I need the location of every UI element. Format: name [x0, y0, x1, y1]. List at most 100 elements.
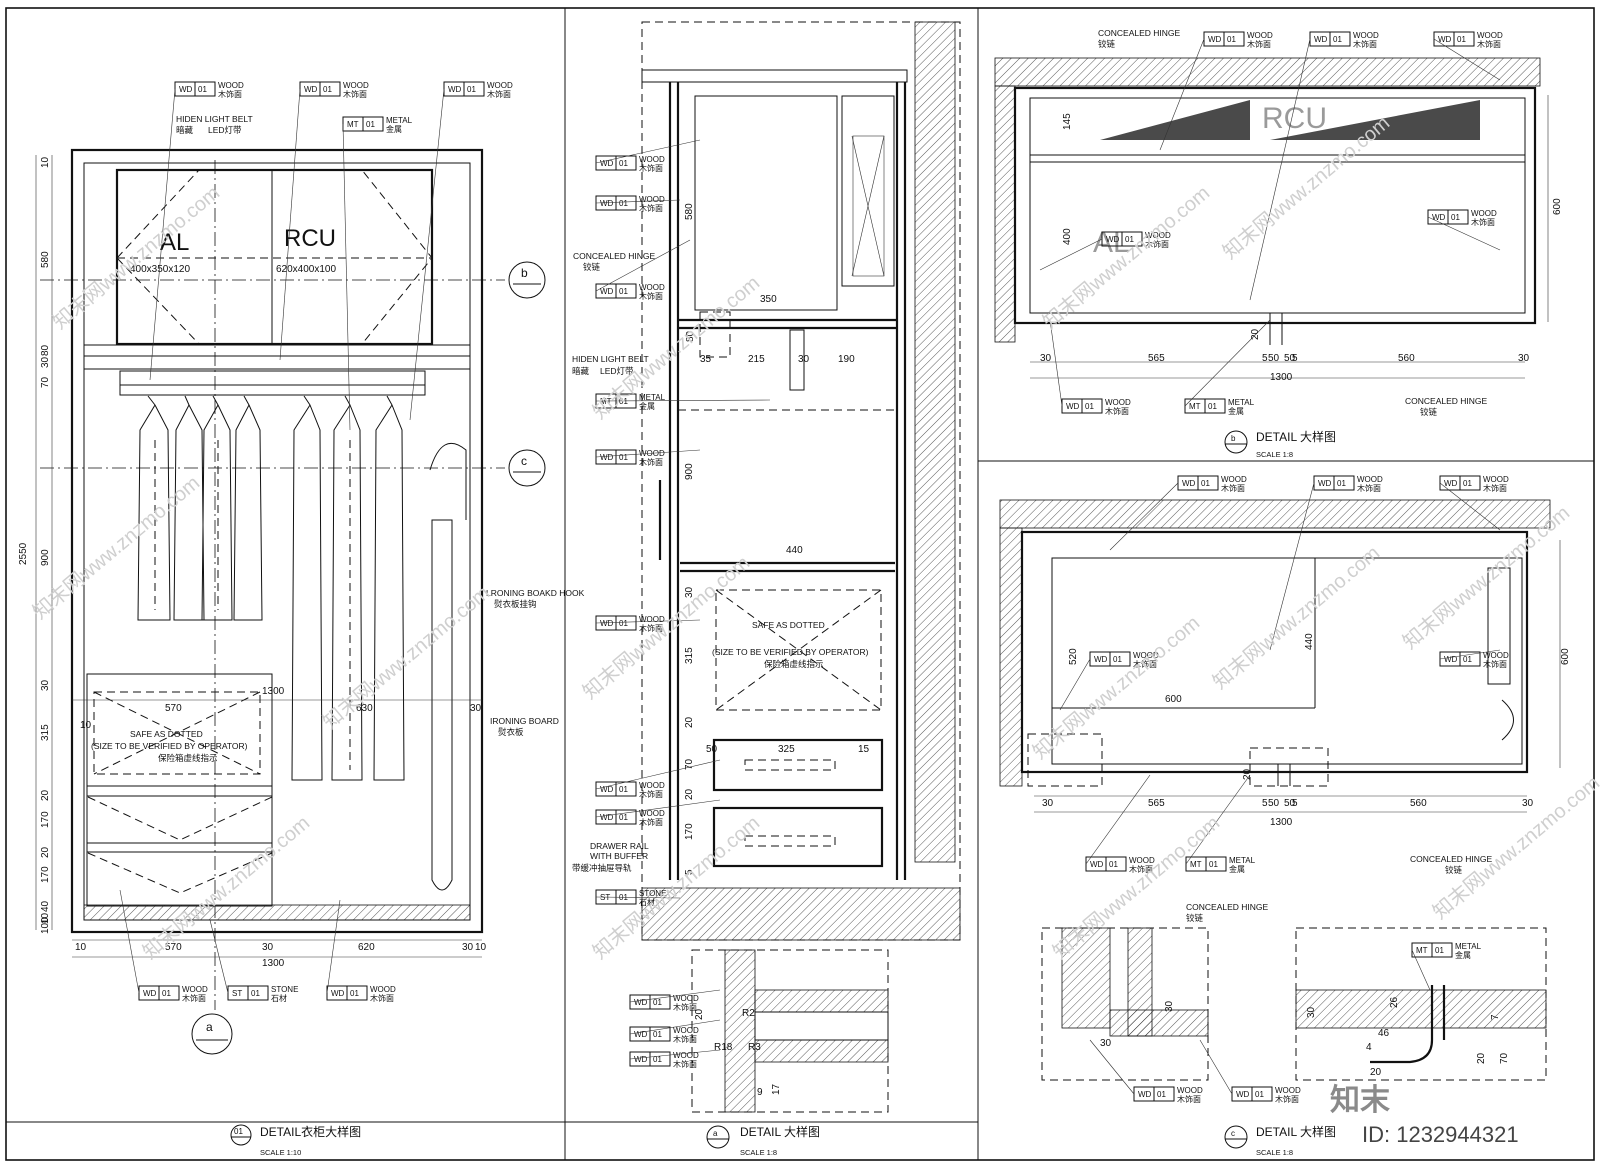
metal-detail-marker [1249, 747, 1329, 787]
safe-label-1: SAFE AS DOTTED [130, 729, 203, 739]
leader-line [279, 88, 301, 361]
top-wall-c [999, 499, 1551, 529]
material-tag-code: MT [347, 120, 359, 129]
material-tag-code: ST [232, 989, 242, 998]
material-tag-code: MT [1190, 860, 1202, 869]
title-c-num: c [1231, 1129, 1235, 1138]
material-tag-cn: 木饰面 [1133, 659, 1157, 669]
dimension-value: 5 [684, 869, 695, 875]
material-tag-code: WD [634, 998, 648, 1007]
dimension-value: 5 [1262, 798, 1268, 809]
dimension-value: 17 [771, 1083, 782, 1095]
dimension-value: 10 [40, 156, 51, 168]
leader-line [629, 989, 721, 1003]
material-tag-number: 01 [619, 619, 628, 628]
material-tag-number: 01 [366, 120, 375, 129]
leader-line [629, 1049, 721, 1060]
concealed-hinge-c: CONCEALED HINGE [1410, 854, 1493, 864]
dimension-value: 9 [757, 1087, 763, 1098]
dimension-value: 50 [1284, 798, 1296, 809]
material-tag-number: 01 [198, 85, 207, 94]
material-tag-cn: 木饰面 [182, 993, 206, 1003]
watermark-text: 知末网www.znzmo.com [588, 811, 764, 964]
section-bubble-c: c [508, 449, 546, 487]
material-tag-cn: 木饰面 [639, 203, 663, 213]
dimension-value: 10 [80, 720, 92, 731]
title-b-text: DETAIL 大样图 [1256, 429, 1336, 444]
door-swing-dotted [116, 169, 433, 345]
dimension-value: 46 [1378, 1028, 1390, 1039]
leader-line [326, 899, 341, 994]
title-a-num: a [713, 1129, 718, 1138]
material-tag-name: WOOD [1129, 856, 1155, 865]
title-b: b DETAIL 大样图 SCALE 1:8 [1224, 429, 1336, 459]
safe-label-cn: 保险箱虚线指示 [158, 753, 218, 763]
material-tag-cn: 木饰面 [1275, 1094, 1299, 1104]
concealed-hinge-a: CONCEALED HINGE [573, 251, 656, 261]
dimension-value: 560 [1410, 798, 1427, 809]
material-tag-code: WD [1094, 655, 1108, 664]
material-tag-number: 01 [1201, 479, 1210, 488]
dimension-value: R18 [714, 1042, 733, 1053]
title-01-num: 01 [234, 1127, 243, 1136]
leader-line [595, 199, 681, 204]
safe-a-label-2: (SIZE TO BE VERIFIED BY OPERATOR) [712, 647, 869, 657]
material-tag-number: 01 [1451, 213, 1460, 222]
dimension-value: 35 [700, 354, 712, 365]
dimension-value: 30 [40, 679, 51, 691]
leader-line [209, 919, 229, 994]
dimension-value: 900 [40, 549, 51, 566]
material-tag-number: 01 [619, 453, 628, 462]
floor-slab [641, 887, 961, 941]
dimension-value: 20 [1476, 1052, 1487, 1064]
material-tag-code: WD [1090, 860, 1104, 869]
ironing-board-label: IRONING BOARD [490, 716, 559, 726]
material-tag-name: WOOD [639, 195, 665, 204]
leader-line [1439, 482, 1501, 531]
hidden-light-cn-a: 暗藏 [572, 366, 590, 376]
ironing-hook-cn: 熨衣板挂钩 [494, 599, 537, 609]
material-tag-number: 01 [1255, 1090, 1264, 1099]
dimension-value: 5 [1292, 353, 1298, 364]
leader-line [342, 123, 351, 431]
material-tag-name: METAL [1229, 856, 1256, 865]
material-tag-cn: 木饰面 [639, 291, 663, 301]
dimension-value: 565 [1148, 353, 1165, 364]
concealed-hinge-c-cn: 铰链 [1445, 865, 1463, 875]
dimension-value: 440 [1304, 633, 1315, 650]
material-tag-code: WD [1106, 235, 1120, 244]
dimension-value: 440 [786, 545, 803, 556]
rcu-box [841, 95, 895, 287]
dimension-value: 190 [838, 354, 855, 365]
dimension-value: 50 [1268, 353, 1280, 364]
safe-label-2: (SIZE TO BE VERIFIED BY OPERATOR) [91, 741, 248, 751]
material-tag-name: WOOD [639, 615, 665, 624]
material-tag-cn: 木饰面 [1483, 659, 1507, 669]
material-tag-cn: 木饰面 [1353, 39, 1377, 49]
material-tag-cn: 木饰面 [1129, 864, 1153, 874]
material-tag-name: WOOD [639, 283, 665, 292]
leader-line [1184, 319, 1271, 407]
leader-line [149, 88, 176, 381]
material-tag-cn: 木饰面 [1357, 483, 1381, 493]
material-tag-cn: 金属 [386, 124, 402, 134]
material-tag-number: 01 [619, 159, 628, 168]
material-tag-code: WD [1066, 402, 1080, 411]
title-b-num: b [1231, 434, 1236, 443]
material-tag-cn: 木饰面 [1477, 39, 1501, 49]
material-tag-cn: 木饰面 [673, 1002, 697, 1012]
concealed-hinge-b2-cn: 铰链 [1420, 407, 1438, 417]
leader-line [1185, 774, 1251, 865]
material-tag-name: METAL [639, 393, 666, 402]
ironing-hook-label: LRONING BOAKD HOOK [486, 588, 585, 598]
material-tag-name: METAL [1455, 942, 1482, 951]
material-tag-number: 01 [1333, 35, 1342, 44]
safe-section [715, 589, 882, 711]
rcu-box-plan [1270, 100, 1480, 140]
dimension-value: 30 [1042, 798, 1054, 809]
dimension-value: 30 [262, 942, 274, 953]
section-bubble-a: a [191, 1013, 233, 1055]
leader-line [595, 399, 771, 402]
dimension-value: 30 [684, 586, 695, 598]
